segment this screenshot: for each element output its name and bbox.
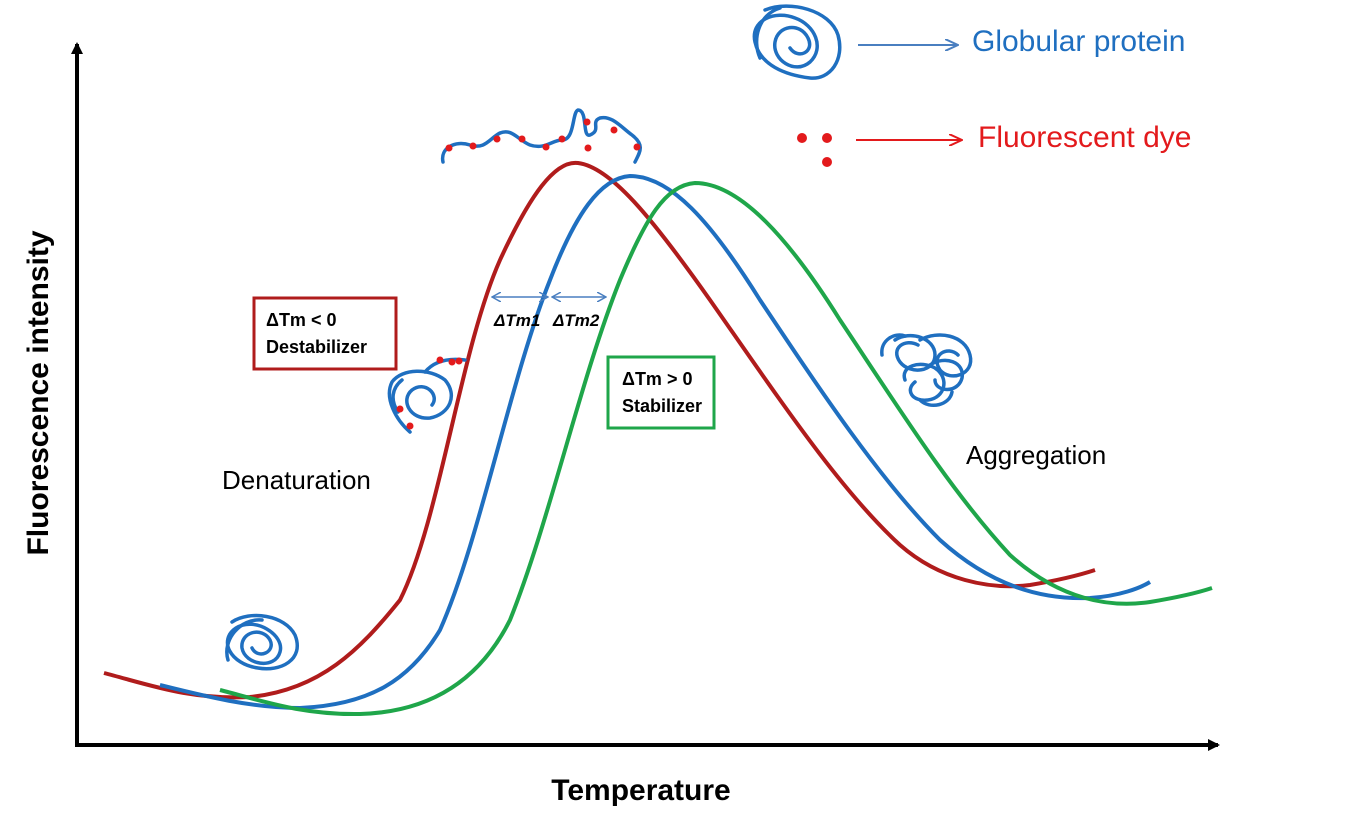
dye-dots-icon — [797, 133, 832, 167]
curve-stabilizer — [219, 180, 1213, 717]
denaturation-label: Denaturation — [222, 465, 371, 495]
x-axis-label: Temperature — [551, 774, 731, 807]
curve-destabilizer — [103, 160, 1096, 700]
coiled-protein-icon — [752, 4, 842, 80]
dtm1-label: ΔTm1 — [493, 311, 540, 330]
protein-legend-label: Globular protein — [972, 25, 1185, 58]
destabilizer-box — [252, 296, 398, 371]
dye-legend-label: Fluorescent dye — [978, 121, 1191, 154]
y-axis-label: Fluorescence intensity — [22, 230, 55, 555]
aggregated-protein-icon — [880, 333, 973, 408]
unfolded-protein-icon — [440, 108, 642, 164]
curve-native — [159, 173, 1152, 711]
destabilizer-name-label: Destabilizer — [266, 337, 367, 357]
dtm2-label: ΔTm2 — [552, 311, 600, 330]
destabilizer-delta-label: ΔTm < 0 — [266, 310, 336, 330]
aggregation-label: Aggregation — [966, 440, 1106, 470]
stabilizer-name-label: Stabilizer — [622, 396, 702, 416]
partially-unfolded-protein-icon — [387, 356, 467, 434]
stabilizer-delta-label: ΔTm > 0 — [622, 369, 692, 389]
stabilizer-box — [606, 355, 716, 430]
folded-protein-icon — [225, 613, 299, 671]
